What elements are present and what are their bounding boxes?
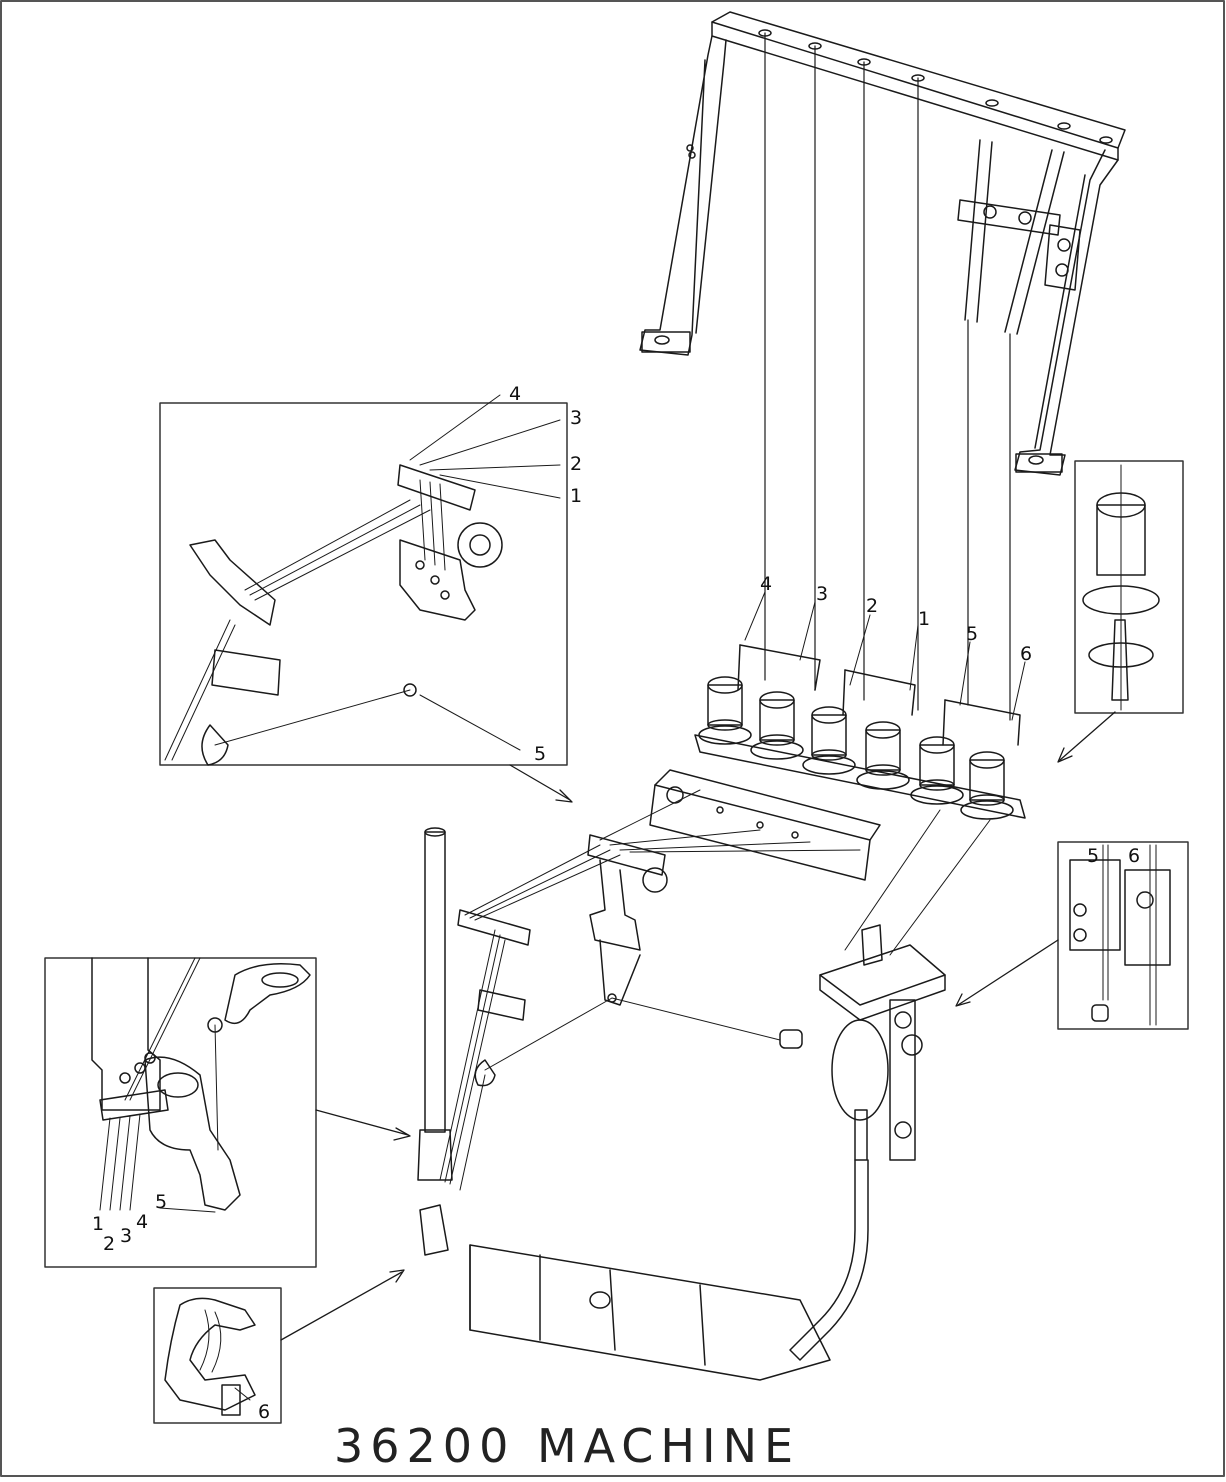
bed-arm — [419, 1204, 831, 1381]
callout-presser-6: 6 — [258, 1401, 270, 1423]
callout-needle-3: 3 — [120, 1225, 132, 1247]
callout-needle-4: 4 — [136, 1211, 148, 1233]
callout-looper-5: 5 — [155, 1191, 167, 1213]
spool-1 — [698, 676, 752, 745]
callout-guide-4: 4 — [509, 383, 521, 405]
spool-2 — [750, 691, 804, 760]
callout-needle-1: 1 — [92, 1213, 104, 1235]
inset-pointers — [280, 711, 1116, 1341]
callout-spool-6: 6 — [1020, 643, 1032, 665]
callout-spool-2: 3 — [816, 583, 828, 605]
diagram-title: 36200 MACHINE — [334, 1419, 801, 1473]
callout-labels: 4 3 2 1 5 6 4 3 2 1 5 1 2 3 4 5 5 6 6 — [92, 383, 1140, 1423]
callout-looper-guide-6: 6 — [1128, 845, 1140, 867]
looper-mechanism — [779, 809, 991, 1361]
callout-leaders — [159, 591, 1026, 1401]
callout-looper-guide-5: 5 — [1087, 845, 1099, 867]
spool-5 — [910, 736, 964, 805]
inset-presser-foot — [153, 1287, 282, 1424]
callout-spool-3: 2 — [866, 595, 878, 617]
callout-spool-4: 1 — [918, 608, 930, 630]
callout-guide-3: 3 — [570, 407, 582, 429]
callout-guide-1: 1 — [570, 485, 582, 507]
spool-6 — [960, 751, 1014, 820]
inset-needle-guides — [159, 394, 568, 766]
spool-3 — [802, 706, 856, 775]
callout-needle-2: 2 — [103, 1233, 115, 1255]
thread-stand — [639, 11, 1126, 476]
callout-guide-5: 5 — [534, 743, 546, 765]
spool-4 — [856, 721, 910, 790]
inset-looper-guide — [1057, 841, 1189, 1030]
tension-assembly — [649, 644, 1026, 881]
thread-lines-upper — [764, 32, 1011, 721]
needle-bar-assembly — [417, 789, 861, 1191]
callout-spool-1: 4 — [760, 573, 772, 595]
callout-guide-2: 2 — [570, 453, 582, 475]
inset-needles-looper — [44, 957, 317, 1268]
callout-spool-5: 5 — [966, 623, 978, 645]
inset-tension-knob — [1074, 460, 1184, 714]
